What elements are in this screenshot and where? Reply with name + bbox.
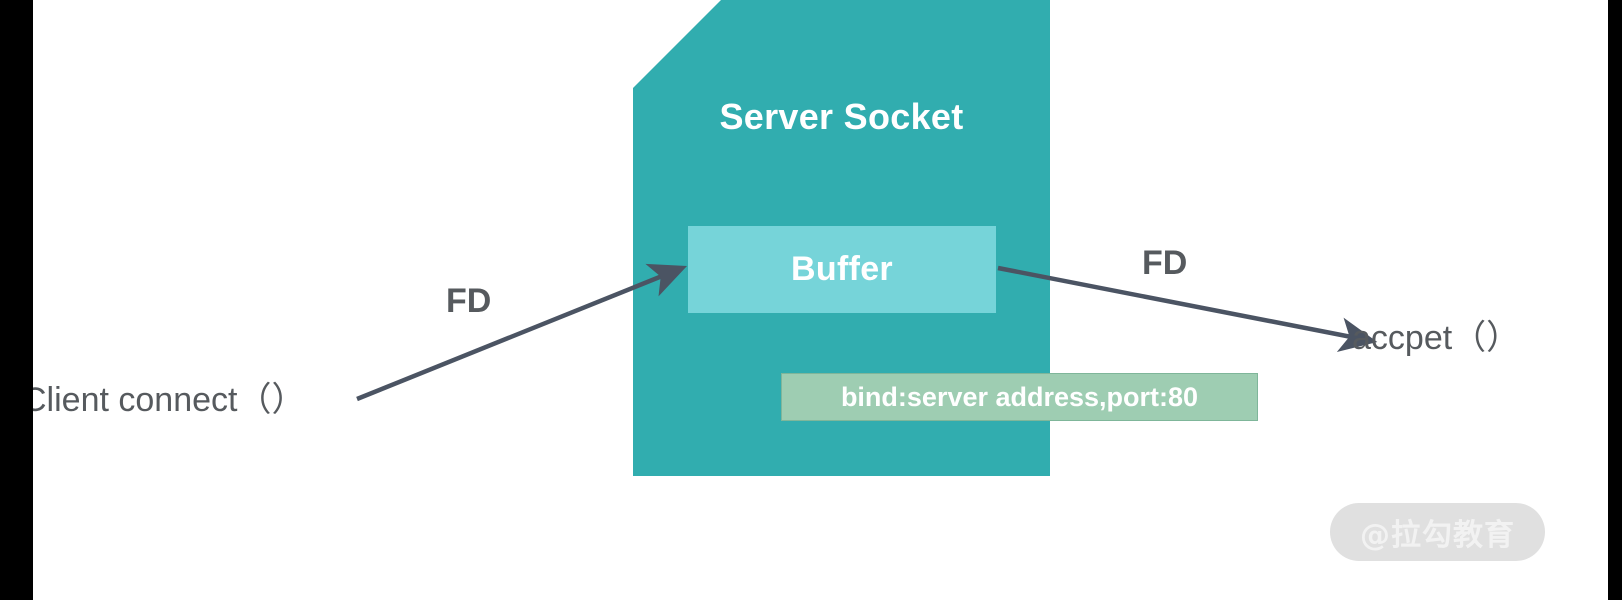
edge-label-fd-left: FD bbox=[446, 282, 492, 320]
bind-box: bind:server address,port:80 bbox=[781, 373, 1258, 421]
client-connect-label: Client connect（） bbox=[22, 381, 306, 419]
edge-label-fd-right: FD bbox=[1142, 244, 1188, 282]
buffer-label: Buffer bbox=[791, 250, 893, 288]
letterbox-bar-right bbox=[1608, 0, 1622, 600]
watermark-badge: @拉勾教育 bbox=[1330, 503, 1545, 561]
buffer-box: Buffer bbox=[688, 226, 996, 313]
server-socket-title: Server Socket bbox=[719, 96, 964, 137]
watermark-text: @拉勾教育 bbox=[1360, 518, 1515, 553]
accept-label: accpet（） bbox=[1352, 319, 1521, 357]
bind-label: bind:server address,port:80 bbox=[840, 381, 1199, 412]
letterbox-bar-left bbox=[0, 0, 33, 600]
